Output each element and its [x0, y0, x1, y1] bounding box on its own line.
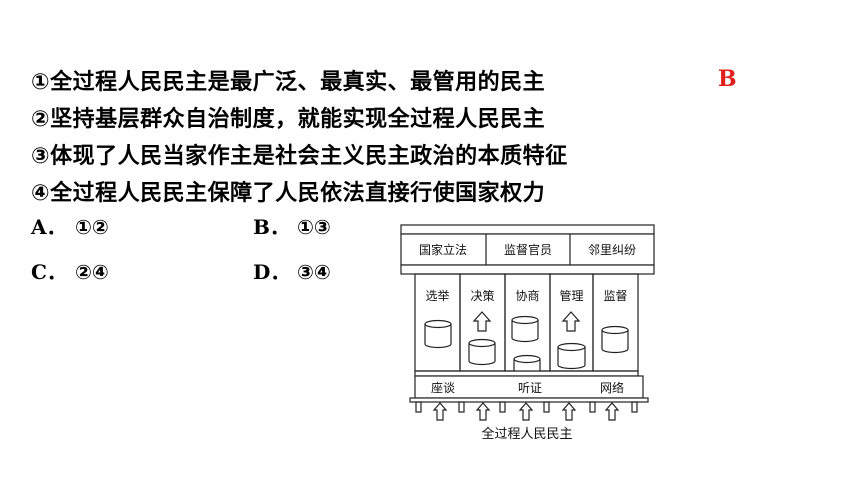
statement-3: ③体现了人民当家作主是社会主义民主政治的本质特征 — [31, 144, 568, 169]
option-d-letter: D． — [253, 260, 291, 284]
up-arrow-icon — [475, 402, 491, 421]
cylinder-5 — [601, 325, 629, 354]
pillar-label-election: 选举 — [425, 289, 449, 303]
option-b-letter: B． — [253, 215, 290, 239]
base-label-internet: 网络 — [600, 380, 624, 395]
up-arrow-icon — [472, 311, 492, 332]
option-a-text: ①② — [75, 215, 109, 239]
roof-top-beam — [400, 224, 655, 235]
option-b[interactable]: B． ①③ — [253, 211, 331, 240]
answer-label: B — [718, 66, 737, 92]
roof-label-neighbor-disputes: 邻里纠纷 — [588, 243, 636, 257]
option-c-letter: C． — [31, 260, 67, 284]
cylinder-3a — [511, 315, 539, 343]
option-c-text: ②④ — [75, 260, 109, 284]
option-d[interactable]: D．③④ — [253, 256, 331, 285]
cylinder-1 — [424, 319, 452, 349]
base-label-forum: 座谈 — [431, 380, 455, 395]
roof-bottom-beam — [400, 264, 655, 275]
up-arrow-icon — [561, 311, 581, 332]
base-bottom-beam — [409, 397, 649, 403]
option-c[interactable]: C． ②④ — [31, 256, 109, 285]
up-arrow-icon — [518, 402, 534, 421]
option-b-text: ①③ — [297, 215, 331, 239]
base-arrows — [432, 402, 620, 421]
cylinder-4 — [557, 342, 586, 370]
up-arrow-icon — [432, 402, 448, 421]
pillar-label-consultation: 协商 — [515, 288, 539, 303]
option-a[interactable]: A． ①② — [31, 211, 109, 240]
statement-1: ①全过程人民民主是最广泛、最真实、最管用的民主 — [31, 70, 546, 95]
roof-label-legislation: 国家立法 — [419, 242, 467, 257]
pillar-label-decision: 决策 — [470, 289, 494, 303]
option-d-text: ③④ — [297, 260, 331, 284]
base-posts — [415, 401, 638, 413]
statement-2: ②坚持基层群众自治制度，就能实现全过程人民民主 — [31, 107, 546, 132]
diagram-caption: 全过程人民民主 — [481, 426, 572, 442]
pillar-label-supervision: 监督 — [603, 288, 627, 303]
statement-4: ④全过程人民民主保障了人民依法直接行使国家权力 — [31, 181, 546, 206]
base-label-hearing: 听证 — [518, 381, 542, 395]
option-a-letter: A． — [31, 215, 67, 239]
roof-panel — [400, 233, 655, 266]
base-platform — [414, 370, 639, 377]
cylinder-2 — [468, 338, 496, 366]
pillar-label-management: 管理 — [559, 288, 583, 303]
cylinder-3b — [513, 354, 541, 371]
up-arrow-icon — [561, 402, 577, 421]
roof-label-supervise-officials: 监督官员 — [504, 242, 552, 257]
up-arrow-icon — [604, 402, 620, 421]
